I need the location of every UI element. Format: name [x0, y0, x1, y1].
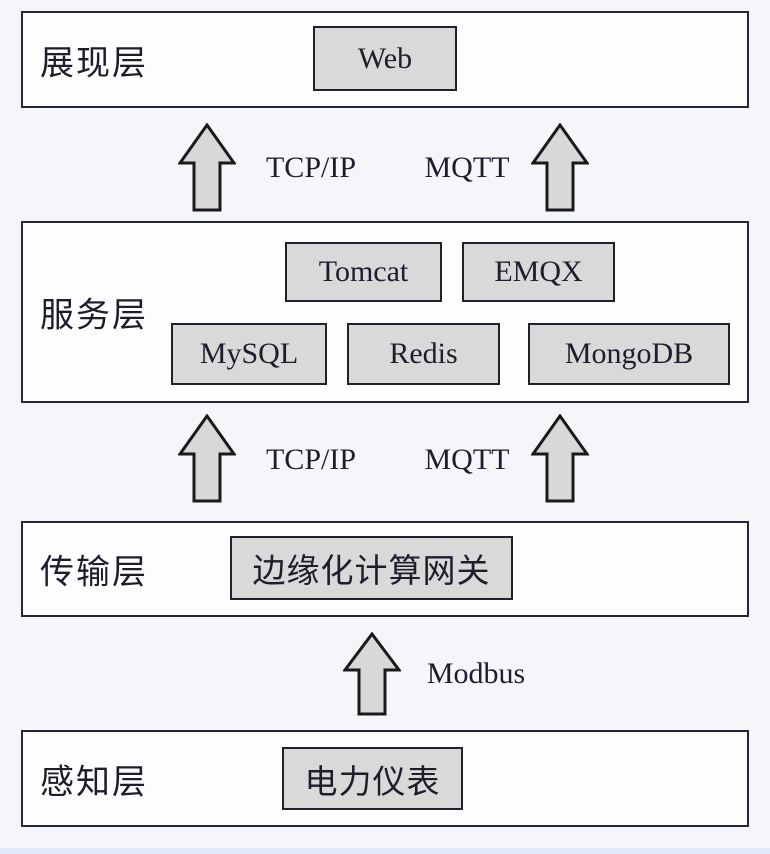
- node-emqx: EMQX: [462, 242, 615, 302]
- protocol-label-modbus: Modbus: [426, 657, 526, 690]
- protocol-label-mqtt: MQTT: [424, 442, 510, 476]
- link-perception-to-transport: Modbus: [0, 632, 770, 716]
- link-service-to-presentation: TCP/IP MQTT: [0, 123, 770, 212]
- layer-label-transport: 传输层: [40, 554, 148, 592]
- layer-box-service: 服务层 Tomcat EMQX MySQL Redis MongoDB: [21, 221, 749, 403]
- protocol-label-tcpip: TCP/IP: [265, 442, 357, 476]
- protocol-label-tcpip: TCP/IP: [265, 150, 357, 184]
- up-arrow-icon: [531, 123, 589, 212]
- layer-box-transport: 传输层 边缘化计算网关: [21, 521, 749, 617]
- layer-box-perception: 感知层 电力仪表: [21, 730, 749, 827]
- node-web: Web: [313, 26, 457, 91]
- node-mysql: MySQL: [171, 323, 327, 385]
- node-mongodb: MongoDB: [528, 323, 730, 385]
- up-arrow-icon: [178, 123, 236, 212]
- up-arrow-icon: [531, 414, 589, 503]
- node-power-meter: 电力仪表: [282, 747, 463, 810]
- bottom-accent-strip: [0, 848, 770, 854]
- up-arrow-icon: [178, 414, 236, 503]
- layer-label-presentation: 展现层: [40, 45, 148, 82]
- layer-box-presentation: 展现层 Web: [21, 11, 749, 108]
- up-arrow-icon: [343, 632, 401, 716]
- node-redis: Redis: [347, 323, 500, 385]
- protocol-label-mqtt: MQTT: [424, 150, 510, 184]
- link-transport-to-service: TCP/IP MQTT: [0, 414, 770, 505]
- node-edge-gateway: 边缘化计算网关: [230, 536, 513, 600]
- layer-label-service: 服务层: [40, 297, 148, 335]
- layer-label-perception: 感知层: [40, 764, 148, 801]
- node-tomcat: Tomcat: [285, 242, 442, 302]
